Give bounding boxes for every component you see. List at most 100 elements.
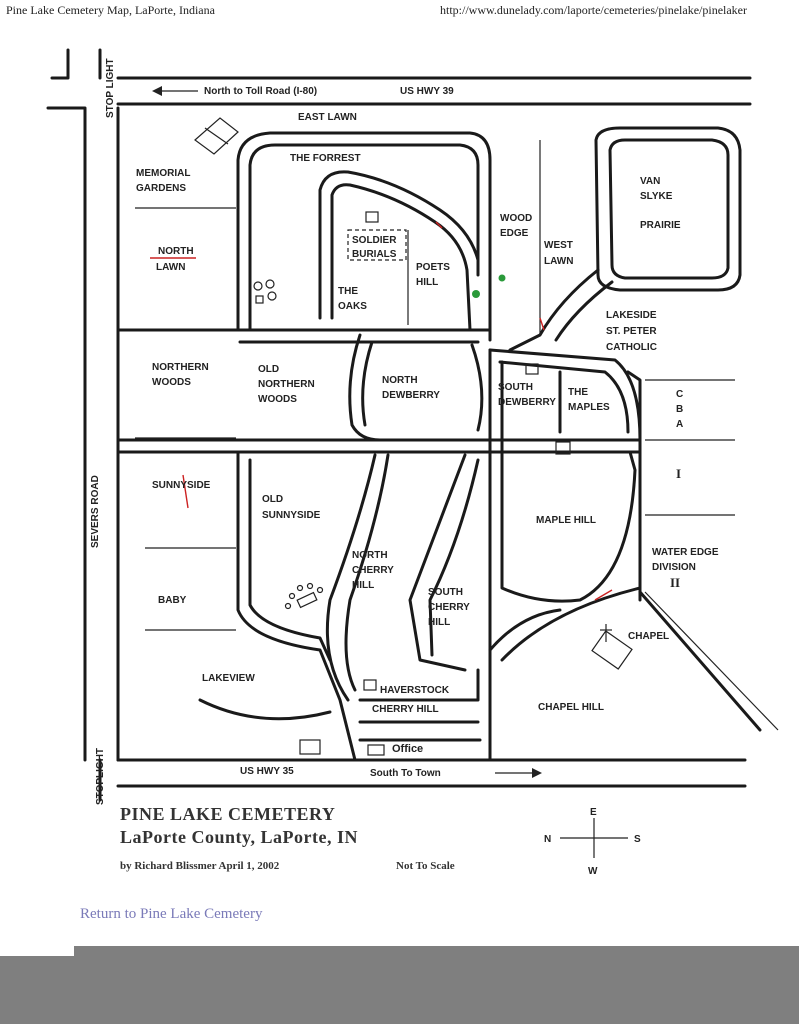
section-lines — [135, 140, 779, 731]
marker-icon — [253, 281, 263, 291]
section-a: A — [676, 419, 683, 430]
section-memorial: MEMORIAL — [136, 168, 190, 179]
monument-icon — [296, 591, 318, 609]
section-wood-edge: WOOD — [500, 213, 532, 224]
compass-w: W — [588, 866, 598, 877]
road-label-north-toll: North to Toll Road (I-80) — [204, 86, 317, 97]
section-chapel-hill: CHAPEL HILL — [538, 702, 604, 713]
map-byline: by Richard Blissmer April 1, 2002 — [120, 860, 280, 872]
section-chapel: CHAPEL — [628, 631, 669, 642]
compass-n: N — [544, 834, 551, 845]
section-north-cherry-hill: NORTH — [352, 550, 388, 561]
building-icons — [150, 86, 633, 778]
chapel-icon — [591, 624, 633, 670]
section-haverstock: HAVERSTOCK — [380, 685, 450, 696]
section-lakeside-2: ST. PETER — [606, 326, 657, 337]
section-the-oaks: THE — [338, 286, 358, 297]
section-old-sunnyside: OLD — [262, 494, 283, 505]
section-prairie: PRAIRIE — [640, 220, 681, 231]
section-old-northern-woods: OLD — [258, 364, 279, 375]
footer-bar — [0, 946, 799, 1024]
south-arrow-icon — [495, 768, 542, 778]
footer-notch — [0, 946, 74, 956]
section-lakeside: LAKESIDE — [606, 310, 657, 321]
building-icon — [365, 211, 379, 223]
interior-roads — [116, 126, 762, 762]
north-arrow-icon — [152, 86, 198, 96]
office-building-icon — [367, 744, 385, 756]
section-roman-i: I — [676, 466, 681, 481]
cemetery-map: STOP LIGHT North to Toll Road (I-80) US … — [46, 48, 779, 877]
road-label-severs: SEVERS ROAD — [90, 475, 101, 548]
section-water-edge: WATER EDGE — [652, 547, 719, 558]
section-c: C — [676, 389, 683, 400]
section-poets-hill-2: HILL — [416, 277, 438, 288]
section-north-cherry-hill-2: CHERRY — [352, 565, 394, 576]
compass-e: E — [590, 807, 597, 818]
section-south-dewberry-2: DEWBERRY — [498, 397, 556, 408]
section-van-slyke-2: SLYKE — [640, 191, 673, 202]
section-west-lawn: WEST — [544, 240, 573, 251]
section-b: B — [676, 404, 683, 415]
section-west-lawn-2: LAWN — [544, 256, 573, 267]
return-link[interactable]: Return to Pine Lake Cemetery — [80, 906, 263, 922]
section-maple-hill: MAPLE HILL — [536, 515, 596, 526]
building-icon — [525, 363, 539, 375]
tree-icon — [472, 290, 480, 298]
section-soldier-burials-2: BURIALS — [352, 249, 397, 260]
section-sunnyside: SUNNYSIDE — [152, 480, 211, 491]
section-poets-hill: POETS — [416, 262, 450, 273]
title-block: PINE LAKE CEMETERY LaPorte County, LaPor… — [120, 804, 455, 872]
section-north-dewberry-2: DEWBERRY — [382, 390, 440, 401]
section-northern-woods: NORTHERN — [152, 362, 209, 373]
section-the-oaks-2: OAKS — [338, 301, 367, 312]
building-icon — [555, 441, 571, 455]
road-label-south-town: South To Town — [370, 768, 441, 779]
section-roman-ii: II — [670, 575, 680, 590]
map-title: PINE LAKE CEMETERY — [120, 804, 335, 824]
building-icon — [363, 679, 377, 691]
section-northern-woods-2: WOODS — [152, 377, 191, 388]
section-north-lawn: NORTH — [158, 246, 194, 257]
section-soldier-burials: SOLDIER — [352, 235, 397, 246]
highways — [46, 48, 752, 802]
tree-icon — [498, 274, 506, 282]
page-url: http://www.dunelady.com/laporte/cemeteri… — [440, 3, 747, 17]
section-north-cherry-hill-3: HILL — [352, 580, 374, 591]
section-south-cherry-hill-3: HILL — [428, 617, 450, 628]
marker-icon — [267, 291, 277, 301]
section-the-maples-2: MAPLES — [568, 402, 610, 413]
section-water-edge-2: DIVISION — [652, 562, 696, 573]
section-old-northern-woods-2: NORTHERN — [258, 379, 315, 390]
section-south-cherry-hill-2: CHERRY — [428, 602, 470, 613]
compass-rose: E N S W — [544, 807, 641, 877]
section-forrest: THE FORREST — [290, 153, 361, 164]
marker-icon — [255, 295, 264, 304]
section-memorial-2: GARDENS — [136, 183, 186, 194]
building-icon — [299, 739, 321, 755]
section-van-slyke: VAN — [640, 176, 660, 187]
section-north-lawn-2: LAWN — [156, 262, 185, 273]
section-old-sunnyside-2: SUNNYSIDE — [262, 510, 321, 521]
section-south-dewberry: SOUTH — [498, 382, 533, 393]
section-the-maples: THE — [568, 387, 588, 398]
map-subtitle: LaPorte County, LaPorte, IN — [120, 827, 358, 847]
section-lakeview: LAKEVIEW — [202, 673, 255, 684]
compass-s: S — [634, 834, 641, 845]
section-east-lawn: EAST LAWN — [298, 112, 357, 123]
marker-icon — [265, 279, 275, 289]
page-title: Pine Lake Cemetery Map, LaPorte, Indiana — [6, 3, 215, 17]
building-icon — [194, 117, 239, 155]
road-label-us39: US HWY 39 — [400, 86, 454, 97]
section-lakeside-3: CATHOLIC — [606, 342, 657, 353]
office-label: Office — [392, 743, 423, 755]
section-south-cherry-hill: SOUTH — [428, 587, 463, 598]
section-cherry-hill: CHERRY HILL — [372, 704, 439, 715]
section-old-northern-woods-3: WOODS — [258, 394, 297, 405]
scale-note: Not To Scale — [396, 860, 455, 872]
road-label-stoplight-bottom: STOPLIGHT — [95, 748, 106, 805]
road-label-us35: US HWY 35 — [240, 766, 294, 777]
section-wood-edge-2: EDGE — [500, 228, 529, 239]
section-north-dewberry: NORTH — [382, 375, 418, 386]
road-label-stoplight-top: STOP LIGHT — [105, 58, 116, 118]
